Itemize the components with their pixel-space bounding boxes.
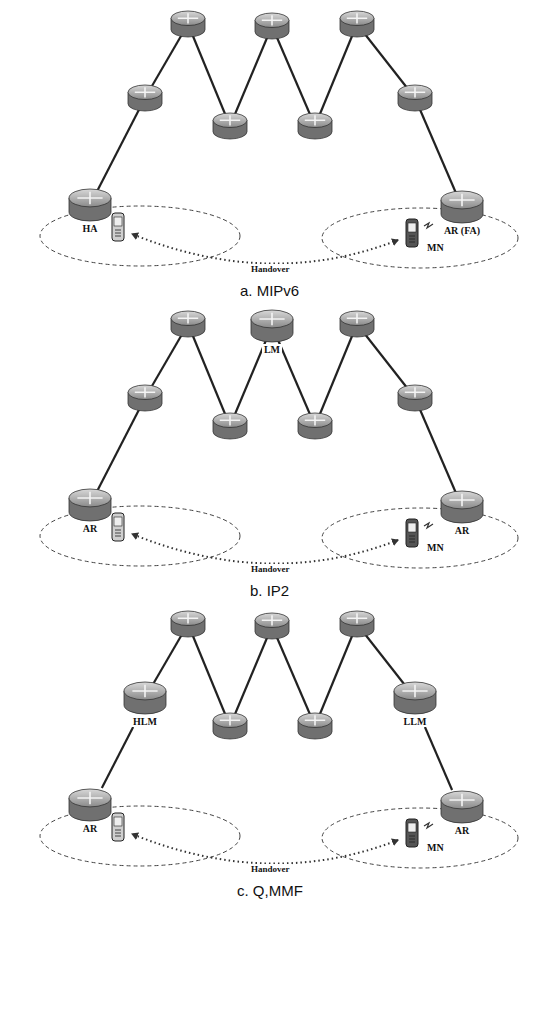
router-icon — [398, 85, 432, 111]
router-icon — [171, 311, 205, 337]
router-icon — [123, 681, 167, 715]
network-link — [315, 624, 357, 726]
router-icon — [393, 681, 437, 715]
mobile-phone — [112, 513, 124, 541]
router-icon — [441, 491, 483, 523]
router-icon — [171, 611, 205, 637]
router-label: AR — [453, 825, 471, 836]
router-icon — [394, 682, 436, 714]
router-label: LM — [262, 344, 282, 355]
router-node: AR (FA) — [440, 190, 484, 236]
router-icon — [69, 189, 111, 221]
mobile-phone — [406, 819, 418, 847]
panel-caption: c. Q,MMF — [237, 882, 303, 899]
network-link — [425, 727, 452, 790]
router-node: AR — [68, 488, 112, 534]
network-link — [415, 98, 462, 207]
network-link — [315, 324, 357, 426]
router-node: AR — [440, 790, 484, 836]
network-link — [90, 98, 145, 205]
router-icon — [128, 385, 162, 411]
router-icon — [298, 713, 332, 739]
wireless-link — [424, 223, 433, 228]
mobile-phone — [112, 213, 124, 241]
router-icon — [255, 13, 289, 39]
router-icon — [251, 310, 293, 342]
terminal-label: MN — [426, 542, 445, 553]
wireless-link — [424, 523, 433, 528]
router-label: AR — [453, 525, 471, 536]
handover-arrow — [132, 234, 398, 264]
handover-label: Handover — [249, 864, 292, 874]
router-icon — [68, 788, 112, 822]
router-icon — [440, 790, 484, 824]
terminal-label: MN — [426, 242, 445, 253]
handover-label: Handover — [249, 264, 292, 274]
handover-label: Handover — [249, 564, 292, 574]
router-label: AR (FA) — [442, 225, 482, 236]
router-node: LLM — [393, 681, 437, 727]
router-icon — [68, 488, 112, 522]
router-label: HLM — [131, 716, 159, 727]
cell-boundary — [322, 808, 518, 868]
network-link — [315, 24, 357, 126]
network-link — [230, 26, 272, 126]
terminal-label: MN — [426, 842, 445, 853]
handover-arrow — [132, 534, 398, 564]
router-icon — [340, 11, 374, 37]
router-icon — [171, 11, 205, 37]
router-icon — [398, 385, 432, 411]
router-icon — [213, 413, 247, 439]
router-node: HLM — [123, 681, 167, 727]
router-node: LM — [250, 309, 294, 355]
router-icon — [69, 789, 111, 821]
router-node: AR — [68, 788, 112, 834]
cell-boundary — [322, 208, 518, 268]
router-icon — [68, 188, 112, 222]
router-icon — [340, 311, 374, 337]
network-link — [90, 398, 145, 505]
router-icon — [255, 613, 289, 639]
router-icon — [213, 713, 247, 739]
mobile-phone — [406, 519, 418, 547]
network-link — [188, 24, 230, 126]
network-link — [272, 26, 315, 126]
cell-boundary — [322, 508, 518, 568]
router-icon — [441, 191, 483, 223]
network-link — [188, 624, 230, 726]
network-link — [230, 626, 272, 726]
router-node: HA — [68, 188, 112, 234]
router-icon — [69, 489, 111, 521]
router-label: AR — [81, 823, 99, 834]
handover-arrow — [132, 834, 398, 864]
router-label: AR — [81, 523, 99, 534]
wireless-link — [424, 823, 433, 828]
router-icon — [298, 413, 332, 439]
mobile-phone — [406, 219, 418, 247]
network-link — [415, 398, 462, 507]
router-label: LLM — [402, 716, 429, 727]
network-link — [102, 727, 133, 788]
panel-caption: b. IP2 — [250, 582, 289, 599]
router-icon — [298, 113, 332, 139]
panel-caption: a. MIPv6 — [240, 282, 299, 299]
router-icon — [128, 85, 162, 111]
router-icon — [440, 190, 484, 224]
router-icon — [441, 791, 483, 823]
network-link — [188, 324, 230, 426]
router-label: HA — [81, 223, 100, 234]
router-icon — [440, 490, 484, 524]
router-node: AR — [440, 490, 484, 536]
router-icon — [250, 309, 294, 343]
mobile-phone — [112, 813, 124, 841]
router-icon — [340, 611, 374, 637]
router-icon — [213, 113, 247, 139]
network-link — [272, 626, 315, 726]
router-icon — [124, 682, 166, 714]
